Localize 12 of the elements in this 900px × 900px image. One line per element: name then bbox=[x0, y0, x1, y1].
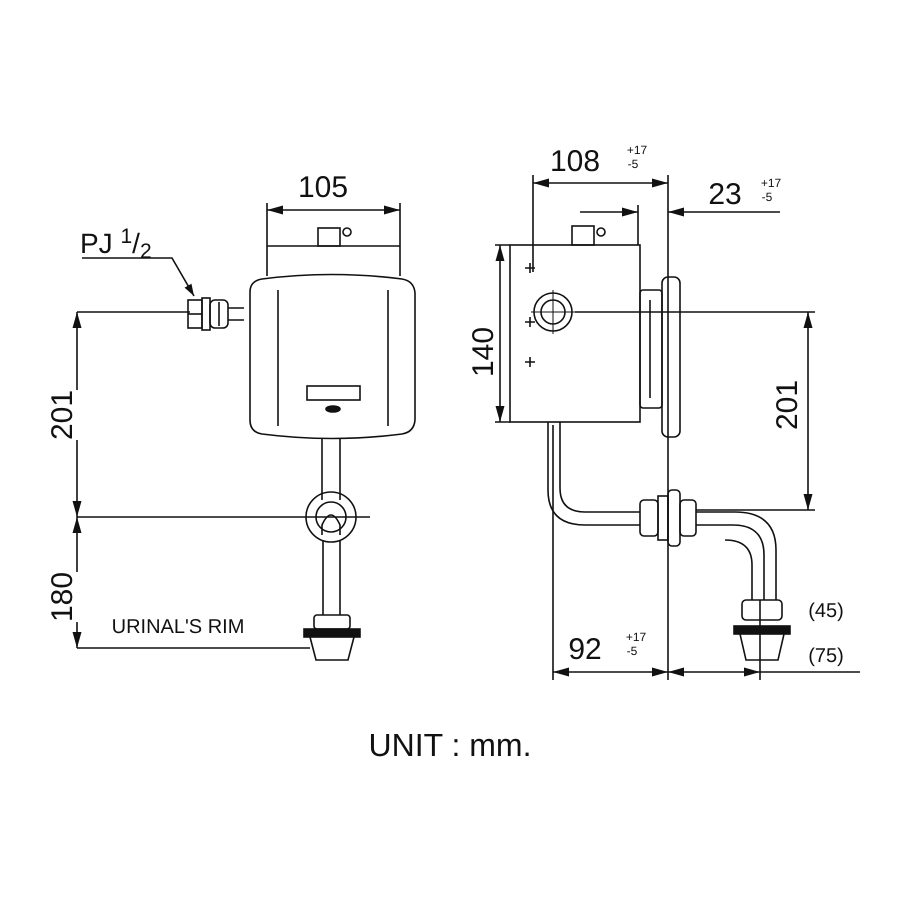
dimension-label: (45) bbox=[808, 601, 844, 621]
tolerance-label: +17 bbox=[626, 631, 646, 643]
tolerance-label: -5 bbox=[626, 645, 638, 657]
tolerance-label: -5 bbox=[762, 191, 772, 203]
tolerance-label: -5 bbox=[628, 158, 638, 170]
dimension-label: 201 bbox=[48, 390, 78, 440]
inlet-fitting-drawing bbox=[186, 296, 246, 332]
dimension-label: 180 bbox=[48, 572, 78, 622]
leader-line bbox=[82, 257, 195, 296]
dimension-label: (75) bbox=[808, 646, 844, 666]
tolerance-label: +17 bbox=[626, 144, 648, 156]
tolerance-label: +17 bbox=[760, 177, 782, 189]
